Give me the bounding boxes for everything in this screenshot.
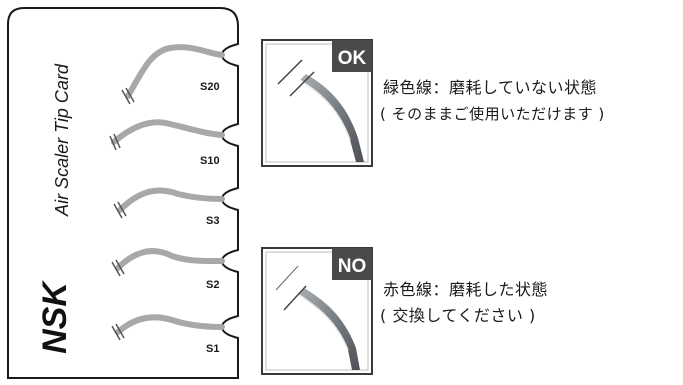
slot-label-s10: S10 xyxy=(200,155,220,167)
ok-green-line xyxy=(277,59,303,85)
slot-label-s20: S20 xyxy=(200,81,220,93)
no-inset xyxy=(261,247,373,375)
tip-s10 xyxy=(109,119,225,151)
card-title: Air Scaler Tip Card xyxy=(52,63,72,217)
ok-inset xyxy=(261,39,373,167)
tip-s20 xyxy=(121,44,225,105)
no-red-line xyxy=(275,265,299,291)
no-description-line1: 赤色線：磨耗した状態 xyxy=(383,280,549,299)
nsk-logo: NSK xyxy=(36,280,74,354)
tip-s2 xyxy=(111,248,225,277)
ok-badge: OK xyxy=(338,48,367,69)
slot-label-s1: S1 xyxy=(206,343,219,355)
no-description-line2: ( 交換してください ) xyxy=(380,306,536,325)
slot-label-s2: S2 xyxy=(206,279,219,291)
tip-s3 xyxy=(113,187,225,219)
ok-description-line2: ( そのままご使用いただけます ) xyxy=(380,105,605,123)
no-badge: NO xyxy=(338,256,367,277)
ok-description-line1: 緑色線：磨耗していない状態 xyxy=(383,78,598,97)
slot-label-s3: S3 xyxy=(206,215,219,227)
tip-s1 xyxy=(111,314,225,341)
